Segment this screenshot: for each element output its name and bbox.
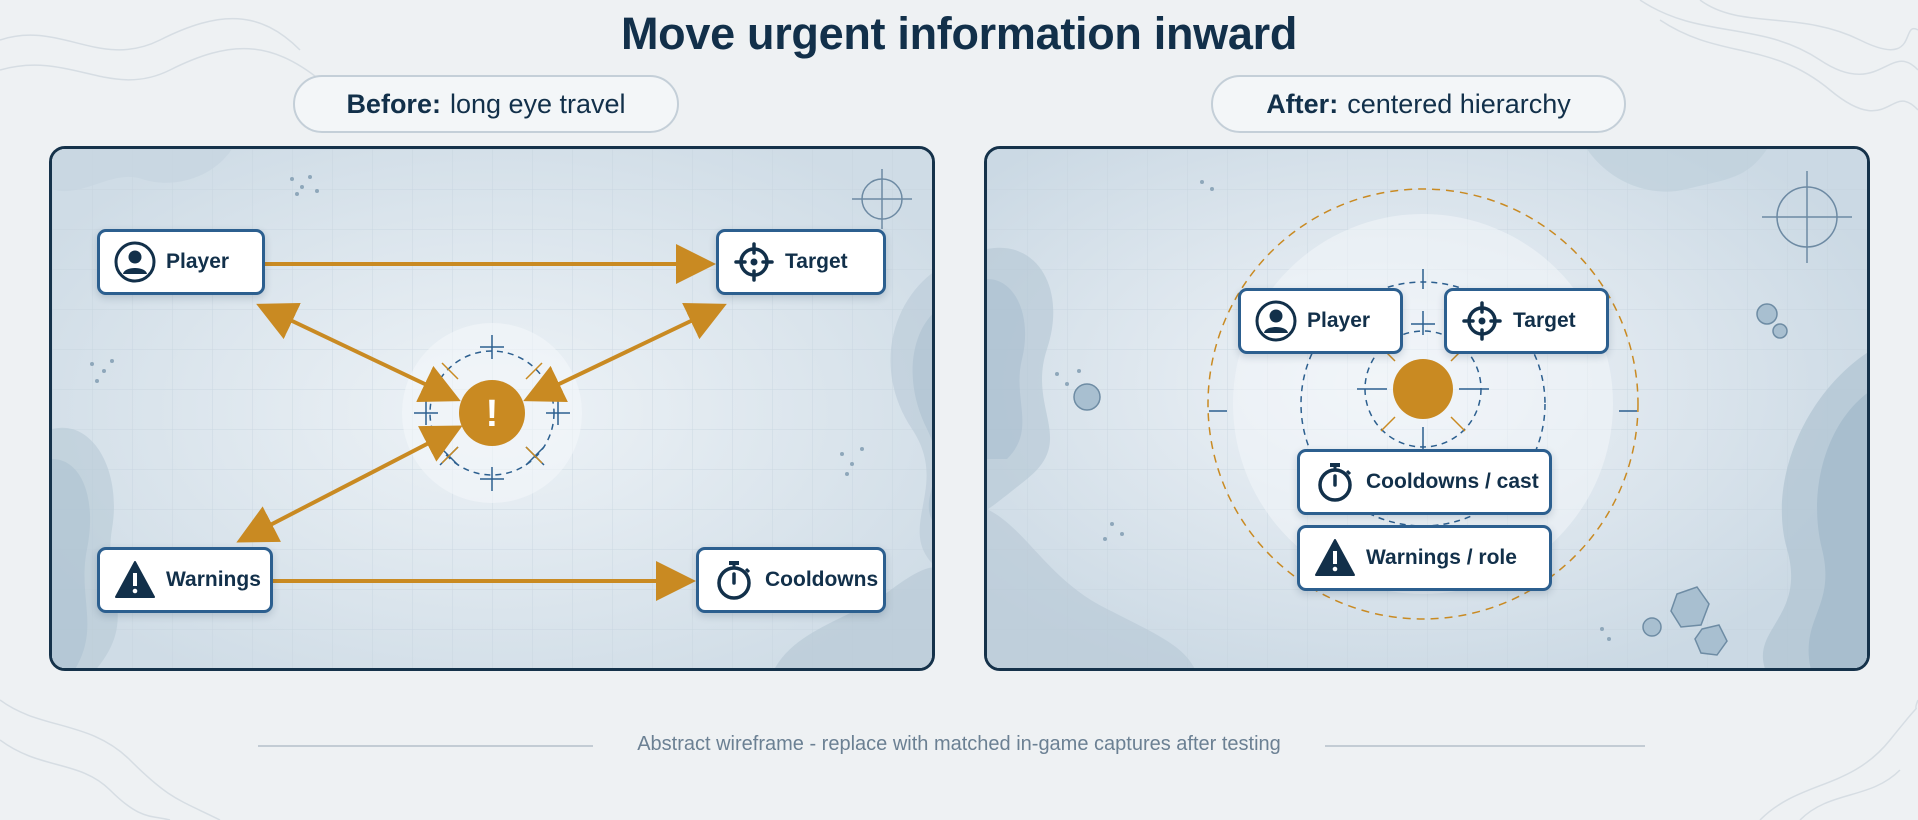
before-target-card: Target [716,229,886,295]
after-cooldowns-card: Cooldowns / cast [1297,449,1552,515]
warnings-label: Warnings / role [1366,546,1517,569]
after-player-card: Player [1238,288,1403,354]
stopwatch-icon [1318,463,1352,502]
cooldowns-label: Cooldowns [765,568,879,591]
before-label-bold: Before: [346,88,441,119]
player-label: Player [166,250,230,273]
user-icon [1255,300,1297,342]
after-label-bold: After: [1266,88,1339,119]
center-alert-glyph: ! [486,393,499,435]
before-cooldowns-card: Cooldowns [696,547,886,613]
before-warnings-card: Warnings [97,547,273,613]
after-target-card: Target [1444,288,1609,354]
footer-line-right [1325,745,1645,747]
after-label-text: centered hierarchy [1347,88,1571,119]
footer-line-left [258,745,593,747]
after-warnings-card: Warnings / role [1297,525,1552,591]
after-label-pill: After: centered hierarchy [1211,75,1626,133]
before-label-pill: Before: long eye travel [293,75,679,133]
page-title: Move urgent information inward [620,8,1298,59]
user-icon [114,241,156,283]
footer-caption: Abstract wireframe - replace with matche… [637,733,1281,755]
target-label: Target [1513,309,1576,332]
after-panel-canvas [987,149,1867,668]
before-label-text: long eye travel [449,88,626,119]
warnings-label: Warnings [166,568,261,591]
player-label: Player [1307,309,1371,332]
before-player-card: Player [97,229,265,295]
cooldowns-label: Cooldowns / cast [1366,470,1539,493]
target-label: Target [785,250,848,273]
after-panel: Player Target Cooldowns / cast Warn [984,146,1870,671]
warning-icon [115,561,155,598]
crosshair-icon [734,242,774,282]
stopwatch-icon [717,561,751,600]
before-panel: ! Player Target Warnings [49,146,935,671]
warning-icon [1315,539,1355,576]
crosshair-icon [1462,301,1502,341]
